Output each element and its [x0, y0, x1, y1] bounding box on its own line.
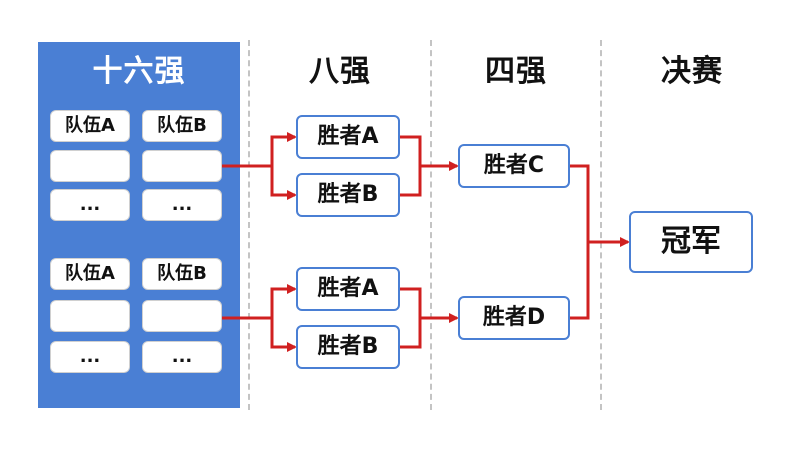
column-title-semifinal: 四强: [485, 54, 547, 89]
connector-line: [222, 284, 297, 320]
team-box: [142, 150, 222, 182]
semifinal-node: 胜者D: [458, 296, 570, 340]
semifinal-node: 胜者C: [458, 144, 570, 188]
column-divider-1: [248, 40, 250, 410]
team-box: ...: [142, 341, 222, 373]
column-divider-3: [600, 40, 602, 410]
champion-node: 冠军: [629, 211, 753, 273]
team-box: 队伍B: [142, 110, 222, 142]
column-divider-2: [430, 40, 432, 410]
team-box: ...: [50, 189, 130, 221]
connector-line: [222, 132, 297, 168]
team-box: 队伍A: [50, 258, 130, 290]
quarterfinal-node: 胜者A: [296, 115, 400, 159]
team-box: ...: [50, 341, 130, 373]
column-title-quarterfinal: 八强: [309, 54, 371, 89]
column-title-round-of-16: 十六强: [92, 54, 186, 89]
column-title-final: 决赛: [661, 54, 723, 89]
team-box: 队伍A: [50, 110, 130, 142]
team-box: ...: [142, 189, 222, 221]
team-box: [142, 300, 222, 332]
connector-line: [270, 318, 297, 352]
connector-line: [570, 164, 590, 320]
connector-line: [270, 166, 297, 200]
connector-line: [400, 287, 422, 349]
team-box: [50, 150, 130, 182]
connector-line: [400, 135, 422, 197]
team-box: 队伍B: [142, 258, 222, 290]
team-box: [50, 300, 130, 332]
quarterfinal-node: 胜者B: [296, 325, 400, 369]
quarterfinal-node: 胜者B: [296, 173, 400, 217]
quarterfinal-node: 胜者A: [296, 267, 400, 311]
